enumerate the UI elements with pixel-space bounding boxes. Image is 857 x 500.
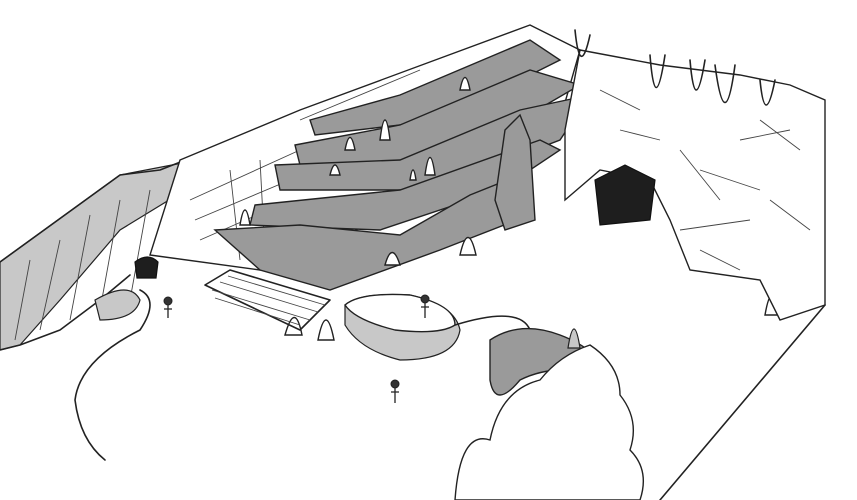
rock-platforms: [344, 293, 644, 500]
left-alcove: [94, 256, 159, 321]
character-figures: [163, 294, 430, 403]
dark-doorway: [594, 164, 656, 226]
character-figure: [163, 296, 173, 318]
stairs: [204, 269, 331, 331]
character-figure: [390, 379, 400, 403]
right-wall: [564, 29, 826, 321]
floor-edge: [659, 304, 826, 500]
terraced-ledges: [213, 39, 592, 291]
stalagmites: [239, 76, 781, 341]
character-figure: [420, 294, 430, 318]
left-path-edge: [74, 289, 151, 461]
